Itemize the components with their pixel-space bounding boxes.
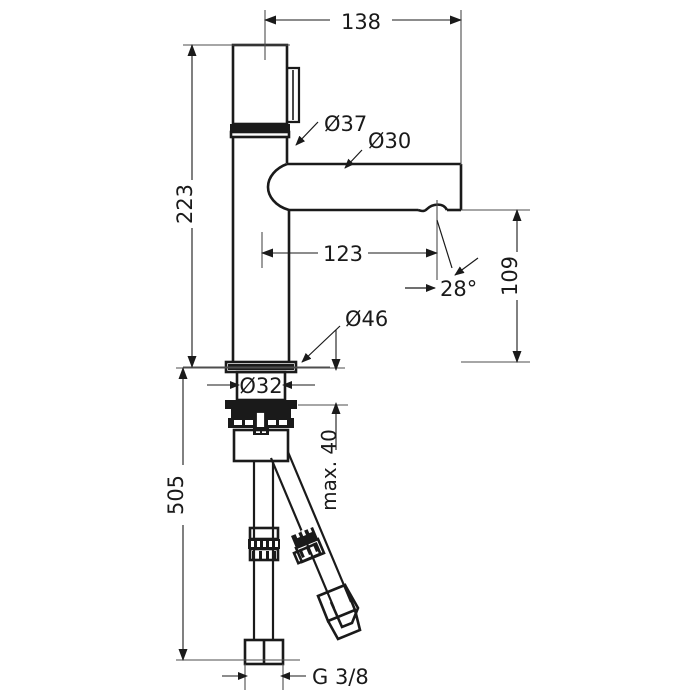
fixing-nut: [232, 428, 290, 463]
supply-hose-angled: [269, 451, 362, 641]
dim-d30-leader: [344, 149, 363, 169]
product-geometry: [224, 43, 463, 666]
dim-28-leaders: [405, 219, 479, 292]
dim-d46-leader: [301, 325, 341, 363]
handle-collar: [229, 124, 291, 139]
column-stem: [231, 137, 289, 362]
dim-max40-label: max. 40: [317, 429, 341, 511]
dim-109-label: 109: [498, 256, 522, 296]
dim-505-label: 505: [164, 475, 188, 515]
dim-g38-label: G 3/8: [312, 665, 369, 689]
dim-d46-label: Ø46: [345, 307, 388, 331]
dimension-text-layer: 138 223 123 109 28° Ø37 Ø30 Ø46 Ø32 max.…: [164, 10, 522, 689]
dim-d37-leader: [295, 121, 319, 146]
dim-28-label: 28°: [440, 277, 477, 301]
dimension-layer: [176, 10, 530, 690]
extension-lines: [176, 10, 530, 690]
spout-body: [266, 162, 463, 362]
dim-d37-label: Ø37: [324, 112, 367, 136]
dim-d30-label: Ø30: [368, 129, 411, 153]
dim-138-label: 138: [341, 10, 381, 34]
dim-d32-label: Ø32: [239, 374, 282, 398]
dim-123-label: 123: [323, 242, 363, 266]
dim-223-label: 223: [173, 184, 197, 224]
